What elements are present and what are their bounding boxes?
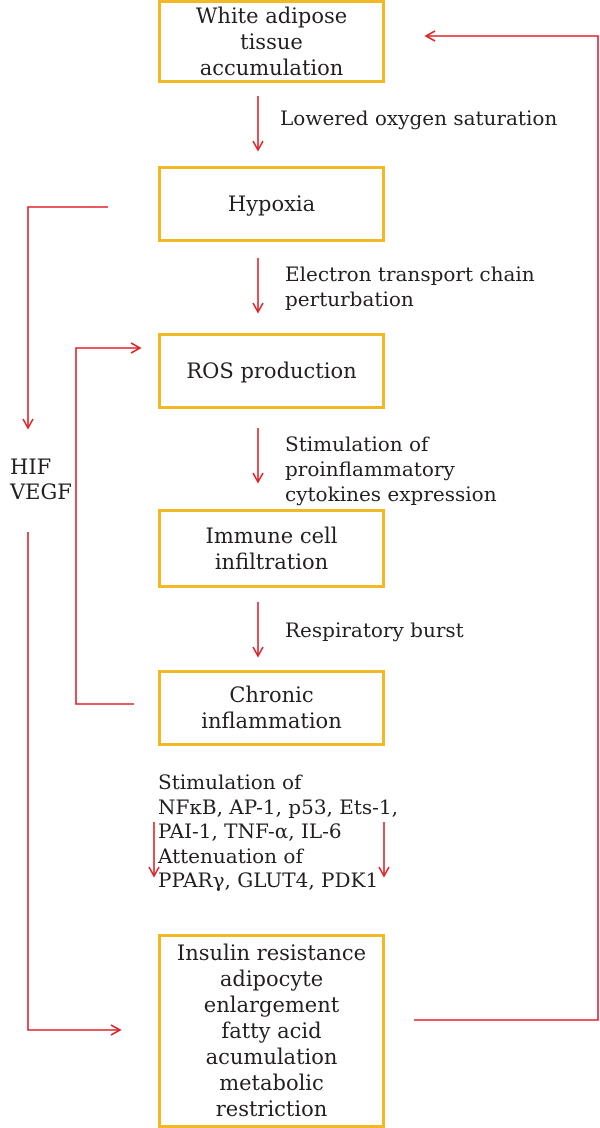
node-chronic-label: Chronic inflammation [201,683,342,733]
edge-label-lowered-oxygen: Lowered oxygen saturation [280,106,558,130]
node-white-adipose-label: White adipose tissue accumulation [195,3,348,80]
arrow-chronic-to-ros [75,342,142,705]
node-insulin: Insulin resistance adipocyte enlargement… [158,934,385,1128]
node-ros: ROS production [158,333,385,409]
edge-label-electron-transport: Electron transport chain perturbation [285,262,535,311]
node-hypoxia: Hypoxia [158,166,385,242]
node-insulin-label: Insulin resistance adipocyte enlargement… [176,941,367,1121]
edge-label-hif-vegf: HIF VEGF [10,455,72,504]
node-ros-label: ROS production [186,359,357,383]
node-chronic: Chronic inflammation [158,670,385,746]
arrow-insulin-feedback [414,30,599,1021]
node-immune-label: Immune cell infiltration [205,523,338,574]
edge-label-stimulation-cytokines: Stimulation of proinflammatory cytokines… [285,432,497,506]
node-hypoxia-label: Hypoxia [227,192,316,216]
node-immune: Immune cell infiltration [158,509,385,588]
arrow-hif-to-insulin [27,532,122,1036]
edge-label-respiratory-burst: Respiratory burst [285,618,464,642]
edge-label-signaling: Stimulation of NFκB, AP-1, p53, Ets-1, P… [158,770,398,892]
arrow-hypoxia-to-hif [22,206,108,430]
node-white-adipose: White adipose tissue accumulation [158,0,385,83]
